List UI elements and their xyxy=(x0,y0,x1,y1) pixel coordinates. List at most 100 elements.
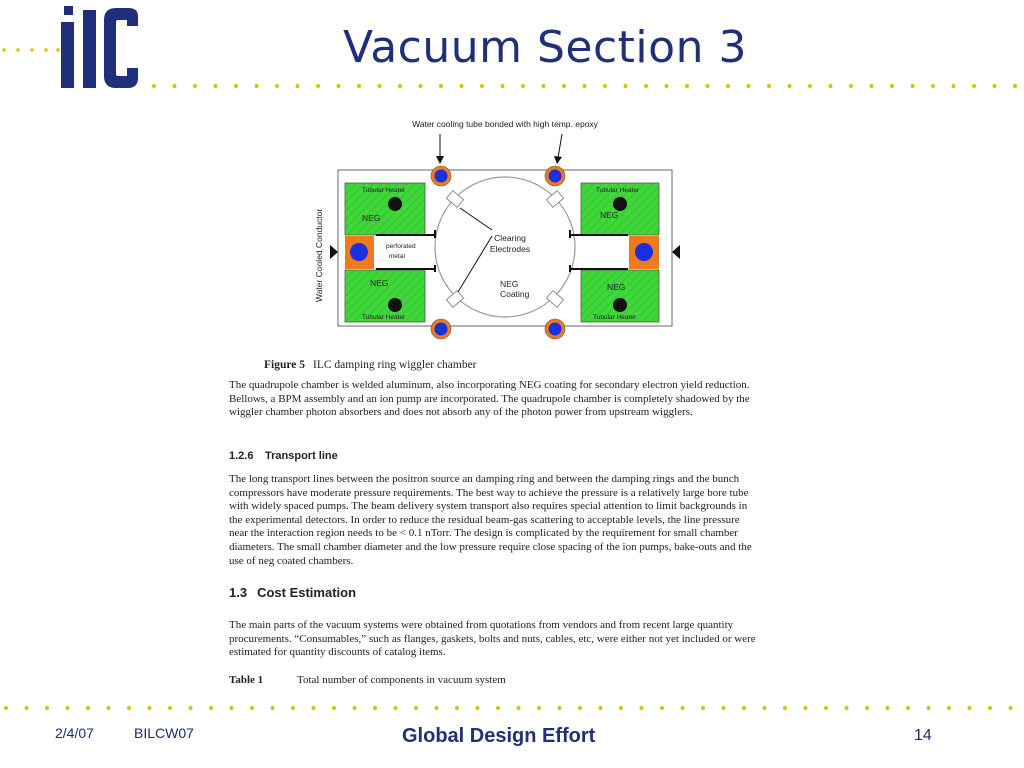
decorative-dot xyxy=(762,706,767,710)
neg-coating-label: NEG xyxy=(500,279,518,289)
title-underline-dots xyxy=(152,84,1017,88)
decorative-dot xyxy=(377,84,382,88)
cooling-tube-label: Water cooling tube bonded with high temp… xyxy=(412,119,599,129)
decorative-dot xyxy=(373,706,377,710)
neg-block-top-left xyxy=(344,182,426,236)
table-number: Table 1 xyxy=(229,674,264,686)
footer-date: 2/4/07 xyxy=(55,725,94,741)
decorative-dot xyxy=(721,706,726,710)
footer-dot-row xyxy=(4,706,1013,710)
decorative-dot xyxy=(270,706,275,710)
decorative-dot xyxy=(910,84,915,88)
decorative-dot xyxy=(726,84,730,88)
decorative-dot xyxy=(972,84,976,88)
decorative-dot xyxy=(803,706,808,710)
paragraph-quadrupole: The quadrupole chamber is welded aluminu… xyxy=(229,379,750,419)
decorative-dot xyxy=(250,706,254,710)
footer-event: BILCW07 xyxy=(134,725,194,741)
decorative-dot xyxy=(988,706,992,710)
decorative-dot xyxy=(931,84,935,88)
decorative-dot xyxy=(844,706,849,710)
decorative-dot xyxy=(254,84,259,88)
decorative-dot xyxy=(885,706,890,710)
decorative-dot xyxy=(783,706,787,710)
slide-title: Vacuum Section 3 xyxy=(343,22,747,73)
decorative-dot xyxy=(439,84,443,88)
section-heading-cost: 1.3 Cost Estimation xyxy=(229,585,356,600)
decorative-dot xyxy=(209,706,213,710)
decorative-dot xyxy=(188,706,193,710)
decorative-dot xyxy=(152,84,156,88)
decorative-dot xyxy=(311,706,316,710)
figure-caption: Figure 5 ILC damping ring wiggler chamber xyxy=(264,359,477,371)
decorative-dot xyxy=(685,84,689,88)
decorative-dot xyxy=(767,84,771,88)
decorative-dot xyxy=(742,706,746,710)
decorative-dot xyxy=(541,84,546,88)
metal-label: metal xyxy=(389,253,405,260)
decorative-dot xyxy=(500,84,505,88)
decorative-dot xyxy=(992,84,997,88)
decorative-dot xyxy=(557,706,562,710)
decorative-dot xyxy=(295,84,300,88)
decorative-dot xyxy=(414,706,418,710)
decorative-dot xyxy=(660,706,664,710)
decorative-dot xyxy=(582,84,587,88)
decorative-dot xyxy=(459,84,464,88)
decorative-dot xyxy=(639,706,644,710)
decorative-dot xyxy=(967,706,972,710)
neg-label: NEG xyxy=(607,282,625,292)
decorative-dot xyxy=(480,84,484,88)
decorative-dot xyxy=(521,84,525,88)
decorative-dot xyxy=(598,706,603,710)
decorative-dot xyxy=(906,706,910,710)
figure-number: Figure 5 xyxy=(264,359,305,371)
decorative-dot xyxy=(357,84,361,88)
heater-label: Tubular Heater xyxy=(593,314,637,321)
decorative-dot xyxy=(127,706,131,710)
decorative-dot xyxy=(849,84,853,88)
decorative-dot xyxy=(516,706,521,710)
decorative-dot xyxy=(4,706,8,710)
decorative-dot xyxy=(475,706,480,710)
decorative-dot xyxy=(746,84,751,88)
decorative-dot xyxy=(869,84,874,88)
neg-label: NEG xyxy=(370,278,388,288)
decorative-dot xyxy=(926,706,931,710)
decorative-dot xyxy=(824,706,828,710)
decorative-dot xyxy=(890,84,894,88)
section-number: 1.2.6 xyxy=(229,450,254,462)
section-number: 1.3 xyxy=(229,585,248,600)
decorative-dot xyxy=(291,706,295,710)
decorative-dot xyxy=(562,84,566,88)
electrodes-label: Electrodes xyxy=(490,244,530,254)
decorative-dot xyxy=(705,84,710,88)
decorative-dot xyxy=(172,84,177,88)
decorative-dot xyxy=(45,706,49,710)
decorative-dot xyxy=(619,706,623,710)
decorative-dot xyxy=(213,84,218,88)
decorative-dot xyxy=(603,84,607,88)
neg-label: NEG xyxy=(600,210,618,220)
heater-label: Tubular Heater xyxy=(596,187,640,194)
figure-caption-text: ILC damping ring wiggler chamber xyxy=(313,359,477,371)
decorative-dot xyxy=(680,706,685,710)
conductor-label: Water Cooled Conductor xyxy=(314,209,324,302)
decorative-dot xyxy=(234,84,238,88)
decorative-dot xyxy=(147,706,152,710)
heater-label: Tubular Heater xyxy=(362,314,406,321)
decorative-dot xyxy=(537,706,541,710)
decorative-dot xyxy=(393,706,398,710)
decorative-dot xyxy=(316,84,320,88)
decorative-dot xyxy=(434,706,439,710)
wiggler-chamber-figure: Water cooling tube bonded with high temp… xyxy=(314,119,680,340)
decorative-dot xyxy=(418,84,423,88)
section-title: Cost Estimation xyxy=(257,585,357,600)
heater-label: Tubular Heater xyxy=(362,187,406,194)
decorative-dot xyxy=(398,84,402,88)
decorative-dot xyxy=(808,84,812,88)
decorative-dot xyxy=(106,706,111,710)
decorative-dot xyxy=(332,706,336,710)
top-dot-row xyxy=(2,48,60,52)
